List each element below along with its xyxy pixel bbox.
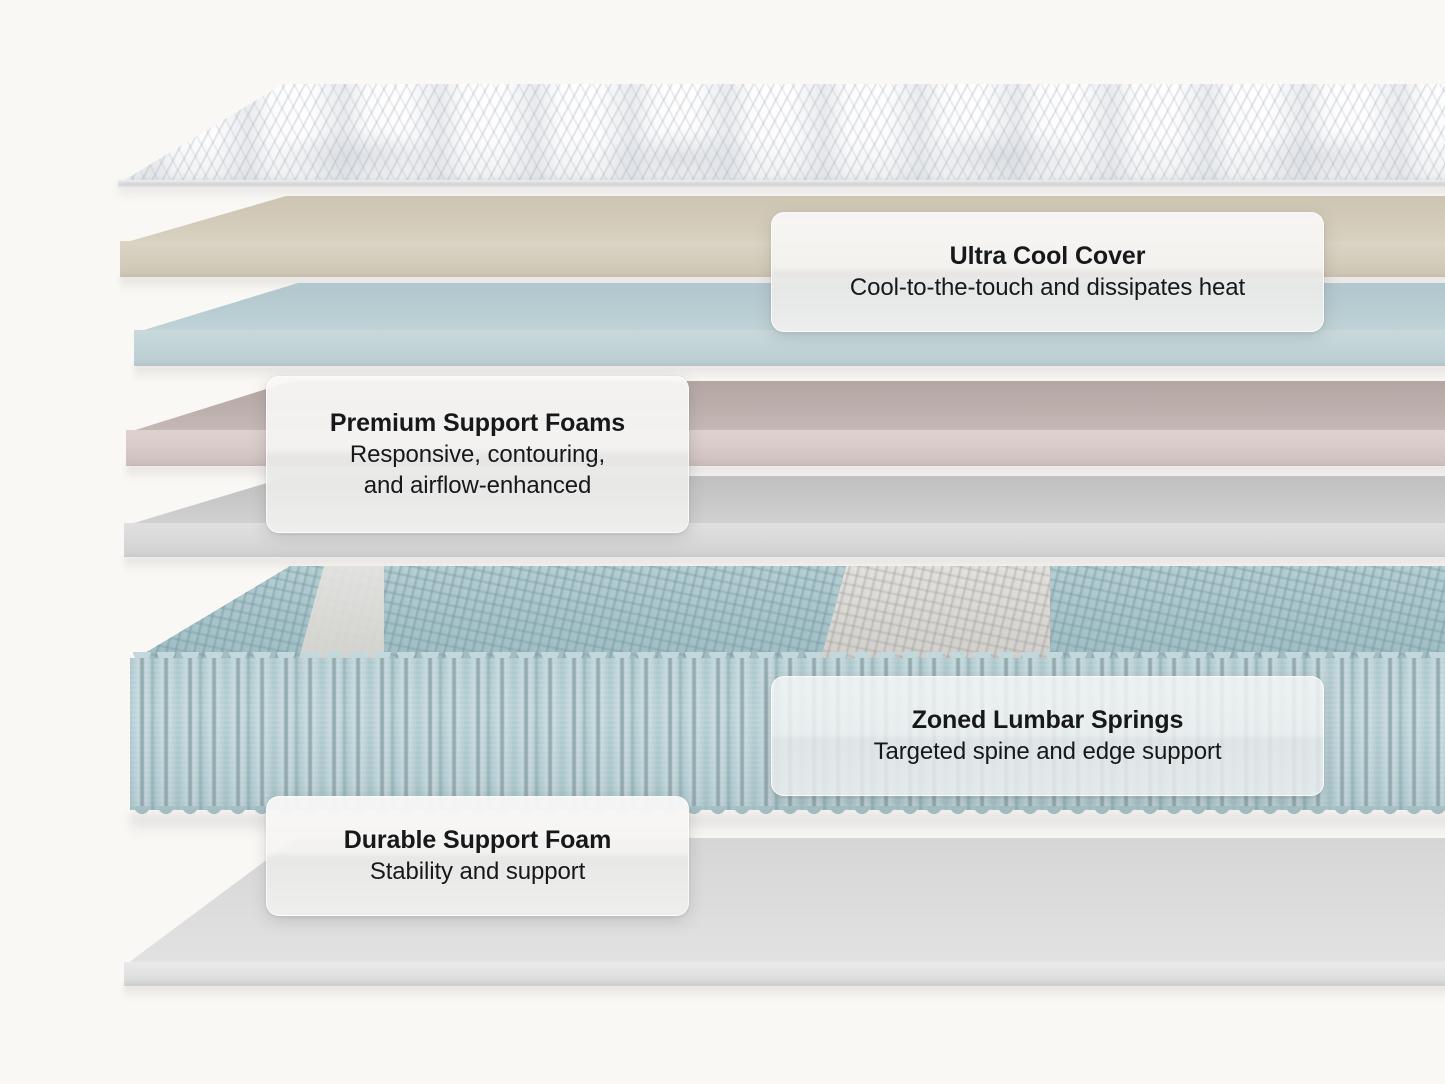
quilted-cover-edge [118, 180, 1445, 187]
springs-bottom-coil-row [130, 806, 1445, 816]
callout-durable-support-foam[interactable]: Durable Support Foam Stability and suppo… [266, 796, 689, 916]
quilted-cover-drop-shadow [118, 182, 1445, 200]
base-foam-front-edge [124, 962, 1445, 986]
callout-title: Premium Support Foams [329, 409, 626, 438]
callout-description: Targeted spine and edge support [873, 737, 1222, 765]
callout-description-line-2: and airflow-enhanced [363, 471, 592, 499]
callout-description-line-1: Responsive, contouring, [349, 440, 606, 468]
springs-lumbar-zone [820, 566, 1050, 662]
blue-foam-front-edge [134, 330, 1445, 366]
base-foam-drop-shadow [124, 984, 1445, 1000]
layer-quilted-cover [118, 84, 1445, 200]
callout-description: Stability and support [369, 857, 586, 885]
callout-ultra-cool-cover[interactable]: Ultra Cool Cover Cool-to-the-touch and d… [771, 212, 1324, 332]
callout-title: Ultra Cool Cover [949, 242, 1146, 271]
callout-premium-support-foams[interactable]: Premium Support Foams Responsive, contou… [266, 376, 689, 533]
callout-title: Durable Support Foam [343, 826, 612, 855]
callout-description: Cool-to-the-touch and dissipates heat [849, 273, 1246, 301]
quilted-cover-top-surface [118, 84, 1445, 184]
callout-title: Zoned Lumbar Springs [911, 706, 1184, 735]
callout-zoned-lumbar-springs[interactable]: Zoned Lumbar Springs Targeted spine and … [771, 676, 1324, 796]
